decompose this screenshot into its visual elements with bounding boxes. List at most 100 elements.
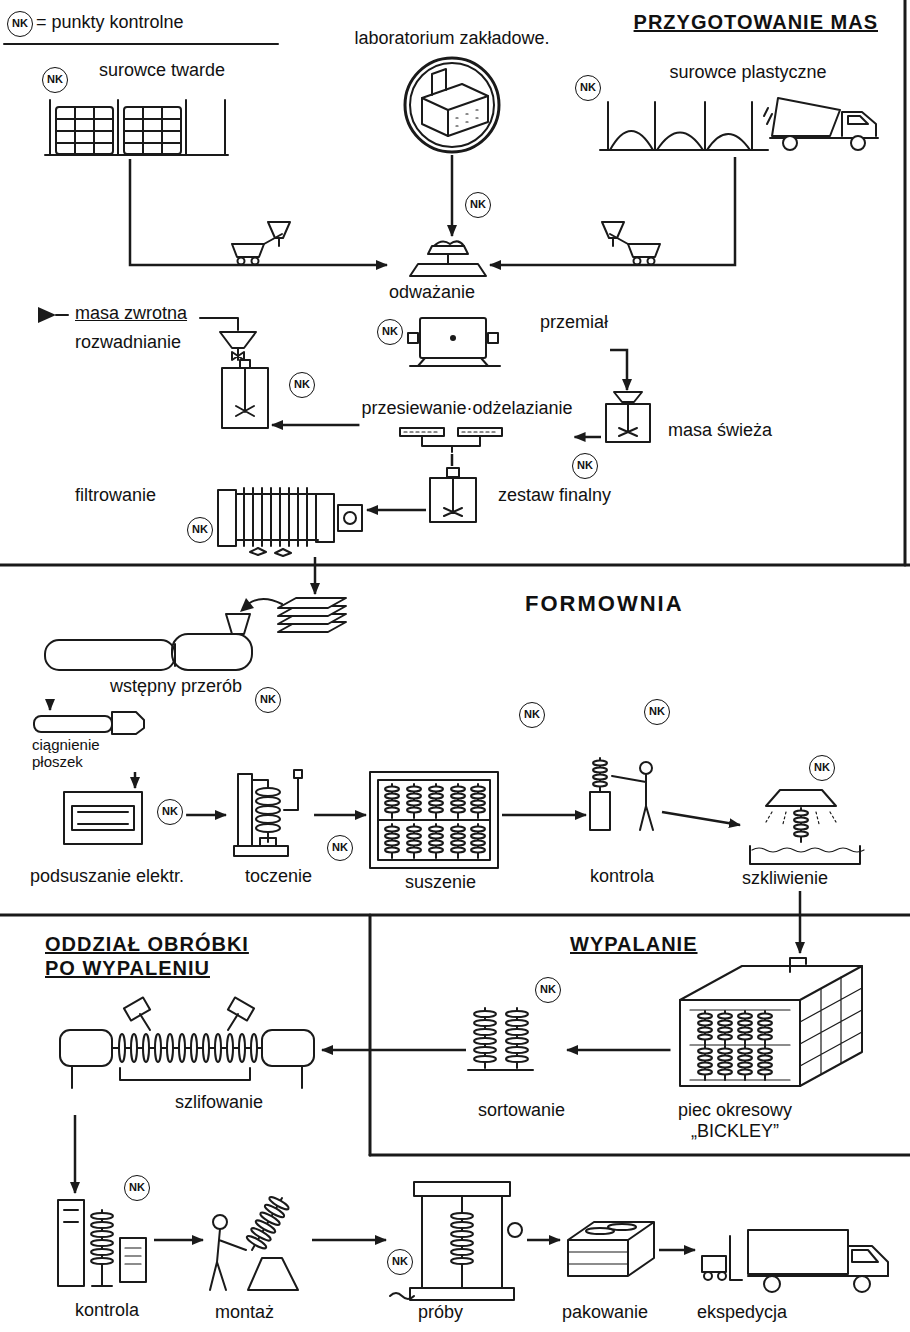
step-label: surowce twarde [99,60,225,81]
sieve [462,431,498,432]
charging-cart [634,258,641,265]
process-step: szlifowanie [53,1003,322,1115]
control-point-mark: NK [289,372,315,398]
weighing-scale [410,264,486,276]
turning-lathe [256,824,280,832]
control-point-mark: NK [42,67,68,93]
grinding-machine [120,1068,250,1080]
sieve [458,428,502,436]
pug-mill [45,598,346,670]
control-point-mark: NK [575,75,601,101]
mixing-tank [430,478,476,522]
flow-arrow [312,1239,386,1242]
step-label: ciągnienie płoszek [32,736,117,770]
step-label: masa zwrotna [75,303,187,324]
sieve [404,431,440,432]
periodic-kiln [800,966,862,1086]
laboratory-icon [405,58,499,152]
step-label: podsuszanie elektr. [30,866,184,887]
flow-arrow [575,436,601,439]
periodic-kiln [698,1011,712,1045]
electric-predryer [72,806,134,830]
grinding-machine [251,1034,257,1062]
process-step: kontrola [50,1193,154,1323]
control-point-mark: NK [124,1175,150,1201]
step-label: toczenie [245,866,312,887]
charging-cart [602,222,624,246]
process-step: odważanie [387,236,490,305]
process-step: pakowanie [560,1213,659,1325]
weighing-scale [447,254,449,264]
shipping-truck [718,1272,726,1280]
process-step: piec okresowy „BICKLEY” [671,953,869,1144]
section-title: PRZYGOTOWANIE MAS [634,10,878,34]
flow-arrow [272,424,359,427]
section-divider [0,564,910,567]
grinding-machine [131,1034,137,1062]
grinding-machine [72,1066,302,1088]
section-band: WYPALANIEpiec okresowy „BICKLEY”sortowan… [370,915,910,1155]
process-step: filtrowanie [73,478,367,557]
extruder [34,712,144,734]
section-divider [0,914,910,917]
glazing-unit [750,790,864,864]
step-label: szkliwienie [742,868,828,889]
laboratory-icon [410,63,494,147]
filter-press [218,490,236,546]
grinding-machine [167,1034,173,1062]
hard-materials-store [49,100,51,155]
pug-mill [248,599,282,604]
legend-text: = punkty kontrolne [36,12,184,32]
electric-predryer [64,792,142,844]
extruder [112,712,144,734]
step-label: sortowanie [478,1100,565,1121]
flow-arrow [74,1115,77,1193]
flow-arrow [490,157,735,265]
sorted-insulators [506,1008,528,1068]
flow-arrow [567,1049,670,1052]
sorted-insulators [474,1008,496,1068]
mixing-tank [430,468,476,522]
periodic-kiln [718,1046,732,1080]
grinding-machine [179,1034,185,1062]
control-point-mark: NK [7,11,33,37]
electric-predryer [64,792,142,844]
grinding-machine [215,1034,221,1062]
flow-arrow [186,814,226,817]
sieve [400,428,444,436]
step-label: kontrola [590,866,654,887]
glazing-unit [752,848,864,852]
control-point-mark: NK [187,517,213,543]
drying-chamber [385,824,399,858]
drying-chamber [451,824,465,858]
legend-entry: = punkty kontrolne [36,12,184,33]
return-feed-arrow [38,307,56,323]
periodic-kiln [690,1010,790,1080]
plastic-materials-store [610,131,750,150]
slip-tank [237,348,239,360]
slip-tank [240,360,250,368]
test-stand [91,1210,113,1270]
shipping-truck [748,1230,848,1274]
flow-arrow [799,891,802,953]
laboratory-icon [448,96,488,136]
slip-tank [220,332,256,348]
grinding-machine [228,997,254,1020]
flow-arrow [451,454,454,466]
hard-materials-store [56,107,113,154]
step-label: laboratorium zakładowe. [354,28,549,49]
filter-press [218,488,362,556]
control-point-mark: NK [377,319,403,345]
drying-chamber [378,819,490,821]
slip-tank [222,368,268,428]
flow-arrow [314,557,317,594]
turning-lathe [238,774,252,846]
ball-mill [408,318,500,366]
section-divider [4,43,278,45]
turning-lathe [256,788,280,796]
filter-press [236,494,318,540]
sieve [422,436,480,452]
plastic-materials-store [600,149,768,151]
flow-arrow [154,1239,203,1242]
